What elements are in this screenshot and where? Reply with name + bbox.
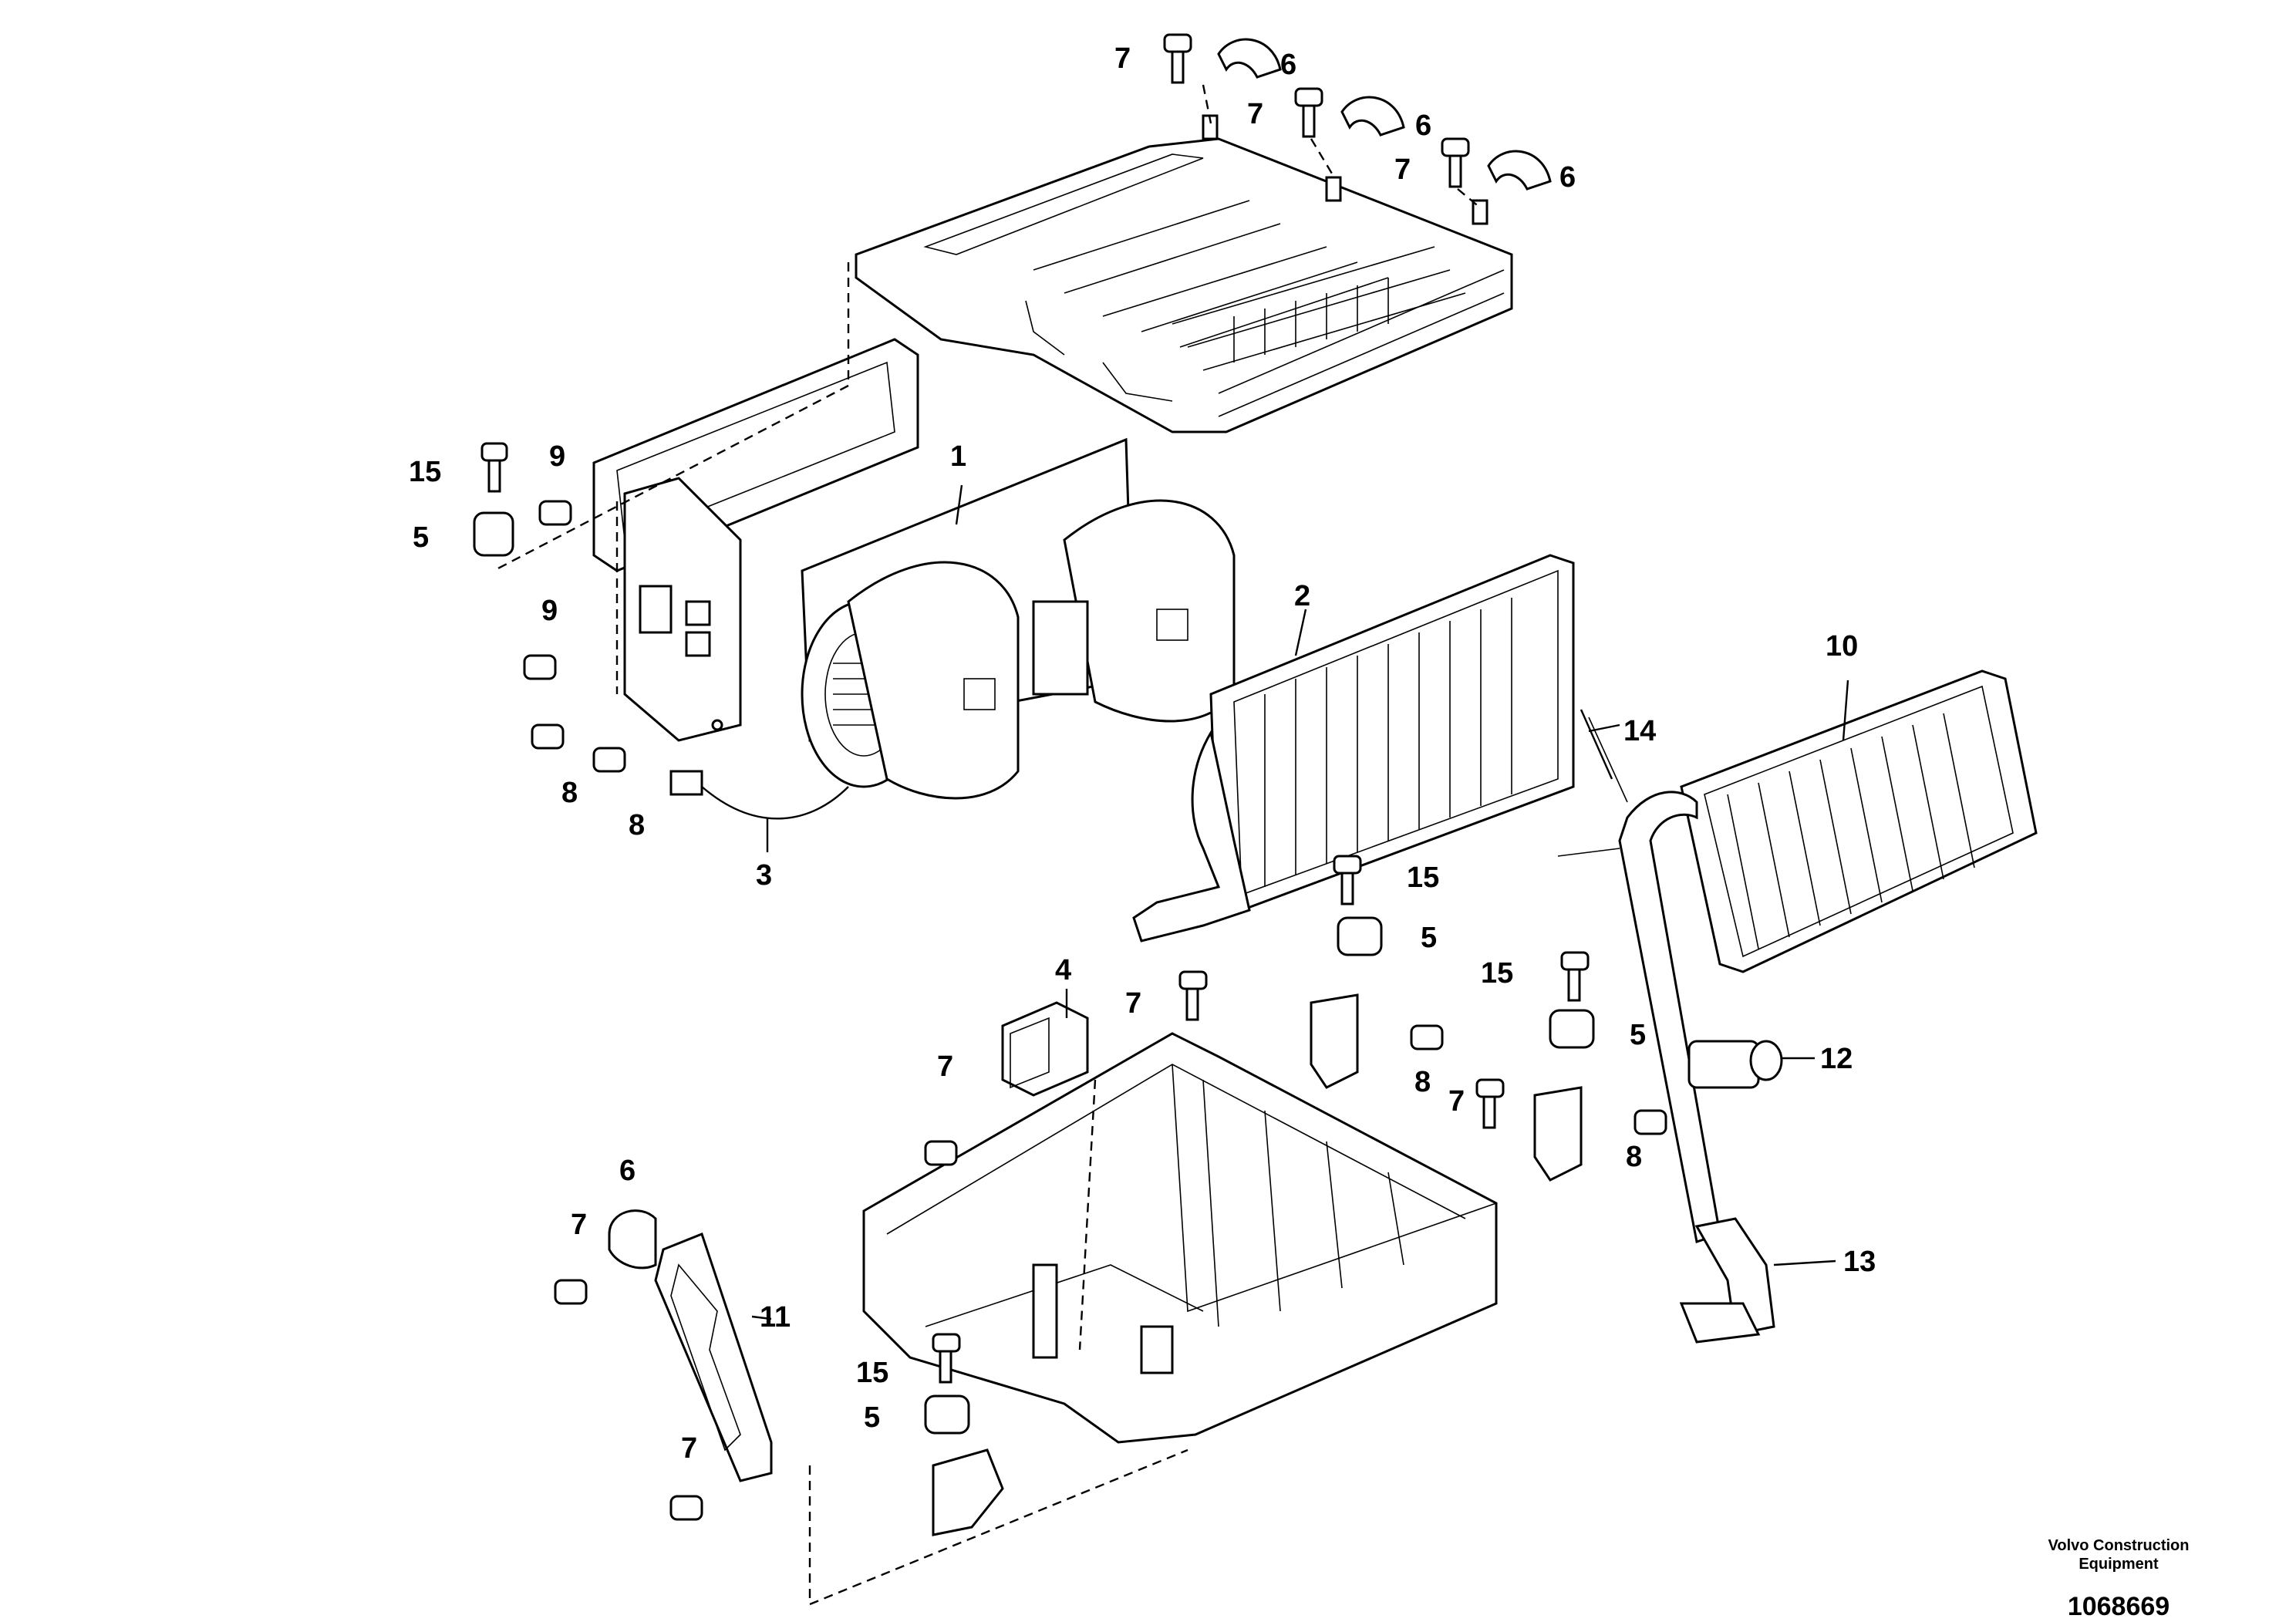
callout-13: 13: [1843, 1246, 1876, 1278]
callout-7-resistor: 7: [937, 1050, 953, 1083]
callout-15-right-mid: 15: [1481, 957, 1513, 990]
callout-6-top-a: 6: [1280, 49, 1296, 81]
callout-8-left-a: 8: [561, 777, 578, 809]
footer-block: Volvo Construction Equipment 1068669: [2003, 1536, 2234, 1622]
duct-drawing: [654, 1233, 773, 1482]
resistor-drawing: [1001, 1001, 1089, 1097]
callout-15-lower: 15: [856, 1357, 888, 1389]
callout-7-top-a: 7: [1114, 42, 1131, 75]
callout-6-lower: 6: [619, 1155, 636, 1187]
callout-7-lower-left: 7: [571, 1209, 587, 1241]
callout-3: 3: [756, 859, 772, 892]
heater-core-10-drawing: [1557, 669, 2038, 1243]
lower-housing-drawing: [862, 1032, 1498, 1444]
callout-11: 11: [760, 1301, 791, 1334]
sensor-drawing: [669, 770, 849, 820]
callout-7-top-b: 7: [1247, 98, 1263, 130]
heater-core-drawing: [1132, 554, 1575, 943]
fan-mount-bracket-drawing: [623, 477, 742, 742]
callout-14: 14: [1623, 715, 1656, 747]
callout-5-lower: 5: [864, 1401, 880, 1434]
callout-7-top-c: 7: [1394, 153, 1411, 186]
brand-line-1: Volvo Construction: [2048, 1537, 2190, 1554]
callout-8-right-b: 8: [1626, 1141, 1642, 1173]
callout-7-center: 7: [1125, 987, 1141, 1020]
blower-unit-drawing: [801, 437, 1236, 800]
callout-15-left-top: 15: [409, 456, 441, 488]
callout-8-left-b: 8: [629, 809, 645, 841]
callout-2: 2: [1294, 580, 1310, 612]
callout-4: 4: [1055, 954, 1071, 986]
callout-9-left-mid: 9: [541, 595, 558, 627]
callout-5-right-top: 5: [1421, 922, 1437, 954]
callout-labels: 7 6 7 6 7 6 1 15 9 5 9 2 10 14 8 8 3 15 …: [409, 42, 1876, 1465]
pipe-assembly-drawing: [1679, 1040, 1783, 1344]
callout-9-left-top: 9: [549, 440, 565, 473]
brand-line-2: Equipment: [2079, 1556, 2159, 1573]
assembly-guide-lines: [493, 84, 1482, 1606]
callout-5-left: 5: [413, 521, 429, 554]
callout-15-right-top: 15: [1407, 862, 1439, 894]
callout-6-top-c: 6: [1559, 161, 1576, 194]
callout-12: 12: [1820, 1043, 1853, 1075]
document-number: 1068669: [2067, 1592, 2170, 1621]
callout-6-top-b: 6: [1415, 110, 1431, 142]
callout-7-right: 7: [1448, 1085, 1465, 1118]
top-cover-drawing: [855, 114, 1513, 433]
callout-5-right-mid: 5: [1630, 1019, 1646, 1051]
fasteners-drawing: [473, 33, 1667, 1536]
callout-1: 1: [950, 440, 966, 473]
clip-lower-drawing: [608, 1209, 657, 1270]
callout-10: 10: [1826, 630, 1858, 663]
callout-7-bottom: 7: [681, 1432, 697, 1465]
callout-8-right-a: 8: [1414, 1066, 1431, 1098]
leader-lines: [751, 484, 1849, 1320]
